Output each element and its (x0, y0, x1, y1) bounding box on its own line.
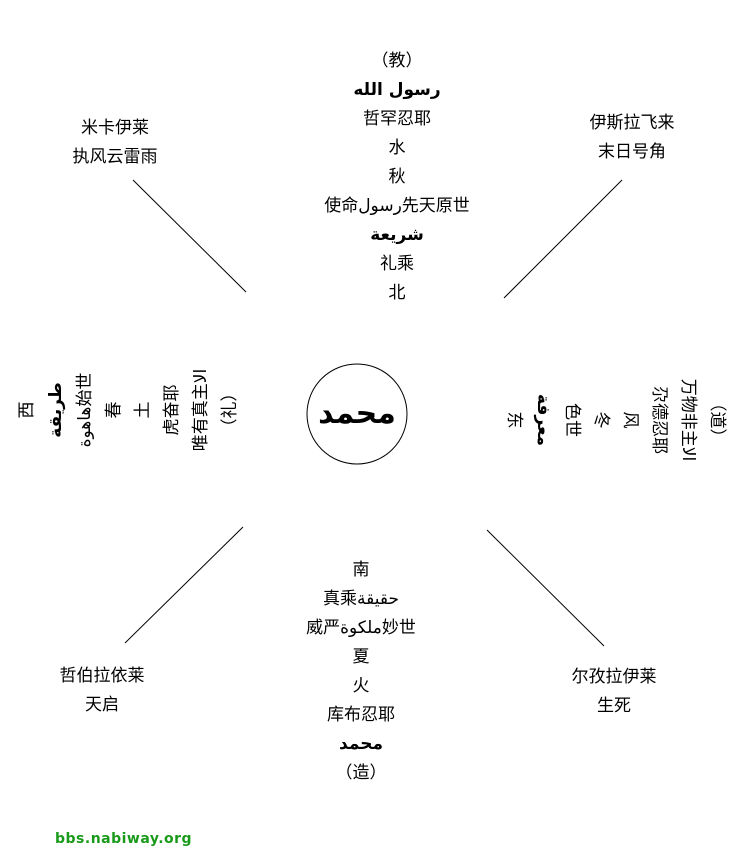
left-line: 虎奋耶 (162, 384, 182, 436)
left-rotated-block: 西 طريقة هاهوة始世 春 土 虎奋耶 唯有真主الا （礼） (13, 294, 245, 526)
right-line: 色世 (562, 403, 582, 437)
corner-name: 尔孜拉伊莱 (571, 667, 657, 687)
top-line: 礼乘 (380, 254, 414, 274)
right-line: 东 (504, 411, 524, 429)
bottom-line: 火 (352, 676, 370, 696)
top-line: رسول الله (353, 80, 441, 100)
right-line: 万物非主الا (678, 378, 698, 462)
bottom-line: 夏 (352, 647, 370, 667)
corner-name: 伊斯拉飞来 (589, 113, 675, 133)
left-line: （礼） (220, 384, 240, 436)
left-line: 西 (17, 401, 37, 419)
left-line: 土 (133, 401, 153, 419)
top-line: 北 (388, 283, 406, 303)
right-line: معرفة (533, 393, 553, 447)
connector-top-right (503, 179, 623, 299)
corner-top-left: 米卡伊莱 执风云雷雨 (35, 114, 195, 172)
left-line: 唯有真主الا (191, 368, 211, 452)
bottom-line: （造） (335, 763, 387, 783)
bottom-line: 南 (352, 560, 370, 580)
top-line: 秋 (388, 167, 406, 187)
corner-name: 哲伯拉依莱 (59, 666, 145, 686)
corner-name: 米卡伊莱 (81, 118, 149, 138)
connector-bottom-left (124, 526, 244, 644)
bottom-column: 南 真乘حقيقة 威严ملكوة妙世 夏 火 库布忍耶 محمد （造） (261, 556, 461, 788)
corner-role: 生死 (597, 696, 631, 716)
bottom-line: 库布忍耶 (327, 705, 395, 725)
corner-bottom-left: 哲伯拉依莱 天启 (22, 662, 182, 720)
right-line: （道） (707, 394, 727, 446)
corner-role: 末日号角 (598, 142, 666, 162)
right-rotated-block: （道） 万物非主الا 尕德忍耶 风 冬 色世 معرفة 东 (499, 304, 731, 536)
right-line: 尕德忍耶 (649, 386, 669, 454)
connector-bottom-right (486, 529, 605, 647)
top-line: （教） (371, 51, 423, 71)
top-line: شريعة (370, 225, 424, 245)
bottom-line: محمد (339, 734, 383, 754)
corner-role: 天启 (85, 695, 119, 715)
bottom-line: 威严ملكوة妙世 (306, 618, 416, 638)
corner-role: 执风云雷雨 (72, 147, 158, 167)
left-line: طريقة (46, 382, 66, 438)
left-line: هاهوة始世 (75, 372, 95, 448)
left-line: 春 (104, 401, 124, 419)
top-line: 使命رسول先天原世 (324, 196, 470, 216)
corner-bottom-right: 尔孜拉伊莱 生死 (534, 663, 694, 721)
center-label: محمد (318, 396, 396, 431)
footer-watermark: bbs.nabiway.org (55, 831, 193, 847)
right-line: 风 (620, 411, 640, 429)
bottom-line: 真乘حقيقة (323, 589, 399, 609)
top-line: 哲罕忍耶 (363, 109, 431, 129)
top-line: 水 (388, 138, 406, 158)
corner-top-right: 伊斯拉飞来 末日号角 (552, 109, 712, 167)
center-circle (306, 363, 408, 465)
right-line: 冬 (591, 411, 611, 429)
connector-top-left (132, 179, 247, 293)
top-column: （教） رسول الله 哲罕忍耶 水 秋 使命رسول先天原世 شريعة … (297, 47, 497, 308)
